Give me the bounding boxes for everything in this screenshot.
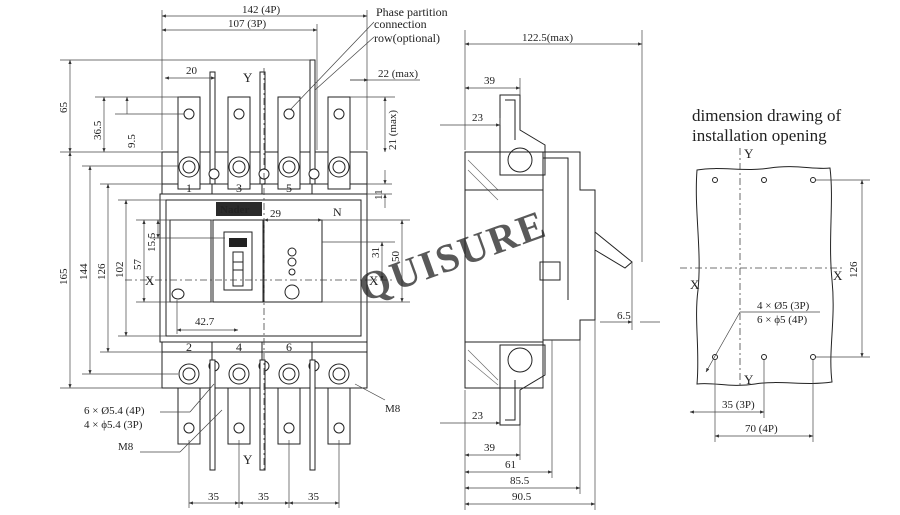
phase-partition-label-2: connection [374,17,427,31]
brand-logo: Nader [220,204,249,216]
dim-29: 29 [270,208,282,220]
opening-y-bottom: Y [744,372,754,387]
dim-102: 102 [114,262,126,279]
dim-15-5: 15.5 [146,232,158,252]
y-axis-label-top: Y [243,70,253,85]
opening-title-line-2: installation opening [692,126,827,145]
dim-107-3p: 107 (3P) [228,18,267,30]
opening-title-line-1: dimension drawing of [692,106,842,125]
dim-36-5: 36.5 [92,120,104,140]
dim-90-5: 90.5 [512,491,532,503]
opening-holes-4p: 6 × ϕ5 (4P) [757,314,808,326]
phase-partition-label-3: row(optional) [374,31,440,45]
hole-note-3p: 4 × ϕ5.4 (3P) [84,419,143,431]
dim-opening-35: 35 (3P) [722,399,755,411]
dim-21-max: 21 (max) [387,110,399,150]
dim-142-4p: 142 (4P) [242,4,281,16]
svg-text:OFF: OFF [231,242,240,247]
dim-126: 126 [96,263,108,280]
dim-144: 144 [78,263,90,280]
dim-6-5: 6.5 [617,310,631,322]
dim-35-b: 35 [258,491,270,503]
dim-23-top: 23 [472,112,484,124]
opening-holes-3p: 4 × Ø5 (3P) [757,300,810,312]
dim-9-5: 9.5 [126,134,138,148]
dim-165: 165 [58,268,70,285]
x-axis-label-right: X [369,273,379,288]
term-label-6: 6 [286,340,292,354]
dim-opening-126: 126 [848,261,860,278]
m8-label-right: M8 [385,403,401,415]
dim-85-5: 85.5 [510,475,530,487]
dim-39-bottom: 39 [484,442,496,454]
dim-122-5: 122.5(max) [522,32,573,44]
opening-x-right: X [833,268,843,283]
y-axis-label-bottom: Y [243,452,253,467]
dim-23-bottom: 23 [472,410,484,422]
dim-22-max: 22 (max) [378,68,418,80]
dim-57: 57 [132,259,144,271]
dim-50: 50 [390,251,402,263]
term-label-1: 1 [186,181,192,195]
m8-label-left: M8 [118,441,134,453]
dim-39-top: 39 [484,75,496,87]
x-axis-label-left: X [145,273,155,288]
opening-y-top: Y [744,146,754,161]
dim-31: 31 [370,247,382,258]
opening-x-left: X [690,277,700,292]
pole-n-label: N [333,205,342,219]
term-label-2: 2 [186,340,192,354]
dim-61: 61 [505,459,516,471]
dim-42-7: 42.7 [195,316,215,328]
opening-view: dimension drawing of installation openin… [680,106,870,442]
dim-opening-70: 70 (4P) [745,423,778,435]
term-label-4: 4 [236,340,242,354]
front-view: 1 3 5 Nader N OFF 2 4 6 [58,4,448,508]
side-view: 122.5(max) 39 23 6.5 23 39 61 85.5 90.5 [440,30,660,510]
dim-20: 20 [186,65,198,77]
dim-65: 65 [58,102,70,114]
term-label-3: 3 [236,181,242,195]
dim-11: 11 [373,189,385,200]
phase-partition-label-1: Phase partition [376,5,448,19]
dim-35-c: 35 [308,491,320,503]
hole-note-4p: 6 × Ø5.4 (4P) [84,405,145,417]
dim-35-a: 35 [208,491,220,503]
term-label-5: 5 [286,181,292,195]
